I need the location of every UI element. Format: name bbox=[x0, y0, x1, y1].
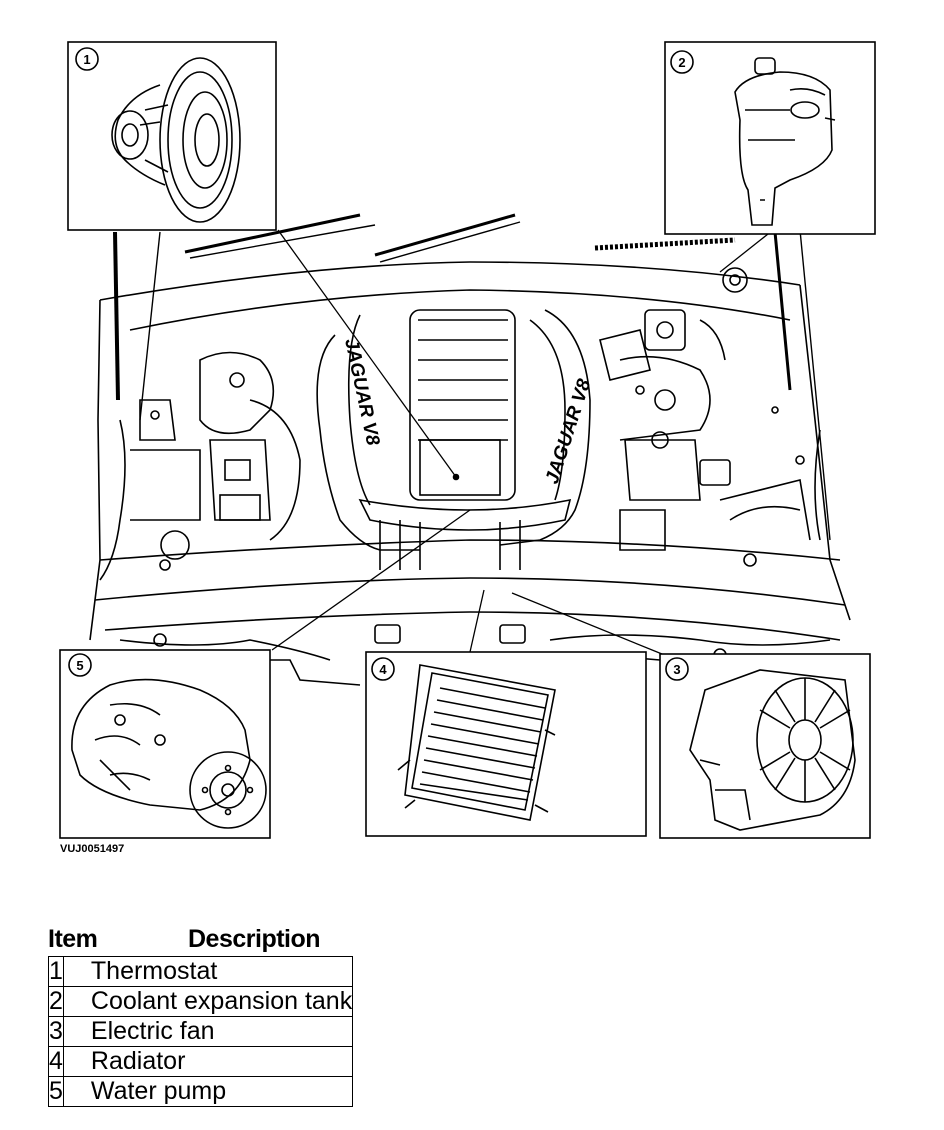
engine-bay-illustration bbox=[89, 213, 851, 686]
row-item-description: Electric fan bbox=[62, 1016, 354, 1047]
callout-number-4: 4 bbox=[379, 662, 387, 677]
thermostat-illustration bbox=[111, 57, 241, 223]
water-pump-illustration bbox=[71, 678, 267, 829]
row-item-number: 3 bbox=[48, 1016, 64, 1047]
callout-box-radiator: 4 bbox=[365, 651, 647, 837]
engine-cooling-diagram: JAGUAR V8 JAGUAR V8 1 2 bbox=[59, 41, 876, 839]
column-header-description: Description bbox=[188, 925, 321, 953]
row-item-description: Water pump bbox=[62, 1076, 354, 1107]
callout-box-water-pump: 5 bbox=[59, 649, 271, 839]
callout-box-electric-fan: 3 bbox=[659, 653, 871, 839]
table-row: 2 Coolant expansion tank bbox=[48, 986, 354, 1017]
callout-number-2: 2 bbox=[678, 55, 685, 70]
engine-cover-text-left: JAGUAR V8 bbox=[340, 337, 383, 448]
table-row: 3 Electric fan bbox=[48, 1016, 354, 1047]
row-item-number: 1 bbox=[48, 956, 64, 987]
parts-table-body: 1 Thermostat 2 Coolant expansion tank 3 … bbox=[48, 956, 354, 1107]
callout-box-thermostat: 1 bbox=[67, 41, 277, 231]
table-row: 1 Thermostat bbox=[48, 956, 354, 987]
row-item-description: Radiator bbox=[62, 1046, 354, 1077]
radiator-illustration bbox=[397, 664, 556, 821]
engine-cover-text-right: JAGUAR V8 bbox=[542, 376, 596, 486]
electric-fan-illustration bbox=[689, 669, 856, 831]
figure-reference-code: VUJ0051497 bbox=[60, 843, 125, 855]
table-row: 4 Radiator bbox=[48, 1046, 354, 1077]
leader-lines bbox=[271, 229, 769, 655]
table-row: 5 Water pump bbox=[48, 1076, 354, 1107]
row-item-description: Coolant expansion tank bbox=[62, 986, 354, 1017]
row-item-description: Thermostat bbox=[62, 956, 354, 987]
callout-number-3: 3 bbox=[673, 662, 680, 677]
row-item-number: 5 bbox=[48, 1076, 64, 1107]
column-header-item: Item bbox=[48, 925, 98, 953]
callout-number-5: 5 bbox=[76, 658, 83, 673]
row-item-number: 2 bbox=[48, 986, 64, 1017]
expansion-tank-illustration bbox=[734, 57, 836, 226]
row-item-number: 4 bbox=[48, 1046, 64, 1077]
callout-number-1: 1 bbox=[83, 52, 90, 67]
callout-box-expansion-tank: 2 bbox=[664, 41, 876, 235]
